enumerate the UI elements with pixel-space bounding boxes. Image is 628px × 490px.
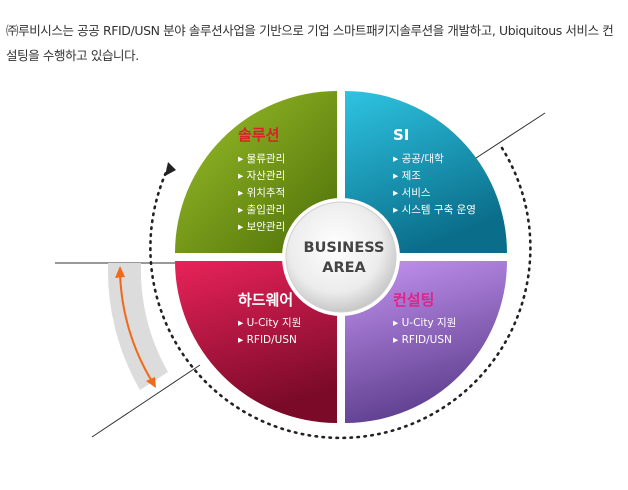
si-title: SI bbox=[393, 126, 409, 144]
quadrant-hardware bbox=[175, 261, 337, 423]
hardware-item: ▸ U-City 지원 bbox=[238, 317, 301, 329]
center-label-line1: BUSINESS bbox=[304, 240, 385, 256]
center-label-line2: AREA bbox=[322, 260, 366, 276]
consulting-item: ▸ U-City 지원 bbox=[393, 317, 456, 329]
orange-arrow-head-bottom bbox=[146, 377, 156, 388]
consulting-item-list: ▸ U-City 지원 ▸ RFID/USN bbox=[393, 317, 456, 346]
quadrant-consulting bbox=[345, 261, 507, 423]
solution-item: ▸ 보안관리 bbox=[238, 221, 285, 233]
quadrant-solution bbox=[175, 91, 337, 253]
guide-line-bottom-left bbox=[91, 364, 201, 438]
solution-item: ▸ 자산관리 bbox=[238, 170, 285, 182]
orange-arrow-head-top bbox=[115, 266, 125, 278]
dotted-orbit bbox=[149, 146, 532, 440]
solution-title: 솔루션 bbox=[238, 126, 279, 144]
si-item-list: ▸ 공공/대학 ▸ 제조 ▸ 서비스 ▸ 시스템 구축 운영 bbox=[393, 153, 476, 216]
hardware-title: 하드웨어 bbox=[238, 291, 293, 309]
consulting-item: ▸ RFID/USN bbox=[393, 334, 452, 346]
center-circle bbox=[285, 201, 397, 313]
hardware-item-list: ▸ U-City 지원 ▸ RFID/USN bbox=[238, 317, 301, 346]
si-item: ▸ 시스템 구축 운영 bbox=[393, 204, 476, 216]
solution-item: ▸ 물류관리 bbox=[238, 153, 285, 165]
gray-arc-band bbox=[107, 263, 168, 390]
intro-paragraph: ㈜루비시스는 공공 RFID/USN 분야 솔루션사업을 기반으로 기업 스마트… bbox=[6, 23, 614, 63]
quadrant-si bbox=[345, 91, 507, 253]
solution-item: ▸ 위치추적 bbox=[238, 186, 285, 199]
solution-item-list: ▸ 물류관리 ▸ 자산관리 ▸ 위치추적 ▸ 출입관리 ▸ 보안관리 bbox=[238, 153, 285, 233]
si-item: ▸ 서비스 bbox=[393, 187, 431, 199]
solution-item: ▸ 출입관리 bbox=[238, 203, 285, 216]
si-item: ▸ 제조 bbox=[393, 170, 421, 182]
consulting-title: 컨설팅 bbox=[393, 291, 434, 309]
si-item: ▸ 공공/대학 bbox=[393, 153, 444, 165]
orange-double-arrow bbox=[119, 271, 154, 384]
hardware-item: ▸ RFID/USN bbox=[238, 334, 297, 346]
orbit-arrow-head bbox=[165, 162, 176, 176]
